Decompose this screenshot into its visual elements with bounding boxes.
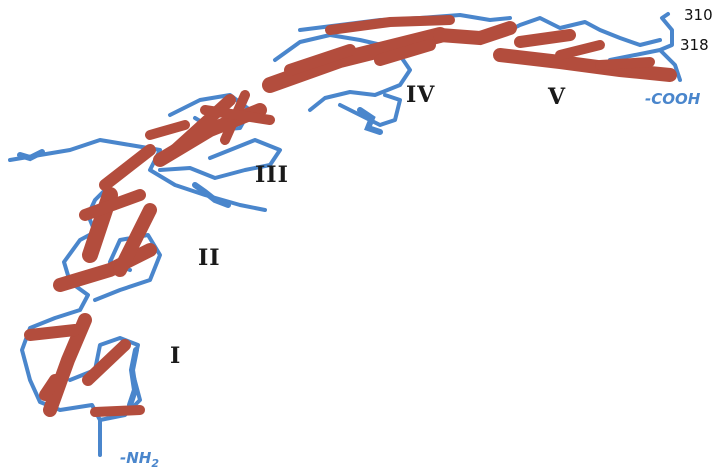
helix-i-e xyxy=(39,374,61,401)
helix-i-d xyxy=(90,405,145,417)
helix-v-d xyxy=(555,40,605,60)
helix-ii-e xyxy=(99,144,156,191)
coil-segment-c-terminal xyxy=(608,12,682,82)
helix-set xyxy=(24,15,677,417)
n-terminus-text: -NH xyxy=(120,449,152,467)
helix-v-a xyxy=(433,21,517,46)
domain-label-iii: III xyxy=(255,162,289,188)
coil-cluster-c xyxy=(127,347,139,408)
helix-iv-d xyxy=(374,39,436,66)
helix-ii-c xyxy=(113,203,157,277)
residue-number-310: 310 xyxy=(684,6,713,24)
coil-clusters xyxy=(17,107,383,408)
helix-v-c xyxy=(514,29,576,48)
helix-i-c xyxy=(82,339,131,386)
helix-iii-d xyxy=(200,105,275,125)
helix-iv-a xyxy=(262,27,448,93)
domain-label-iv: IV xyxy=(406,82,435,108)
coil-segment-iii-b xyxy=(158,138,282,180)
n-terminus-label: -NH2 xyxy=(120,449,159,470)
helix-v-b xyxy=(493,48,677,82)
coil-cluster-a xyxy=(357,107,383,135)
helix-ii-d xyxy=(79,189,146,221)
coil-cluster-d xyxy=(17,149,45,162)
helix-v-e xyxy=(595,57,655,70)
coil-cluster-b xyxy=(192,182,231,208)
domain-label-v: V xyxy=(547,84,566,110)
n-terminus-subscript: 2 xyxy=(151,457,159,470)
helix-iii-e xyxy=(145,120,190,140)
domain-label-i: I xyxy=(170,343,181,369)
residue-number-318: 318 xyxy=(680,36,709,54)
helix-iv-b xyxy=(284,44,356,76)
coil-segment-iv-b xyxy=(338,93,402,127)
coil-backbone xyxy=(8,12,682,457)
helix-iv-c xyxy=(325,15,455,35)
c-terminus-label: -COOH xyxy=(645,90,701,108)
helix-i-b xyxy=(24,324,81,341)
domain-label-ii: II xyxy=(198,245,221,271)
helix-ii-a xyxy=(53,243,157,292)
coil-segment-iv xyxy=(273,33,412,112)
